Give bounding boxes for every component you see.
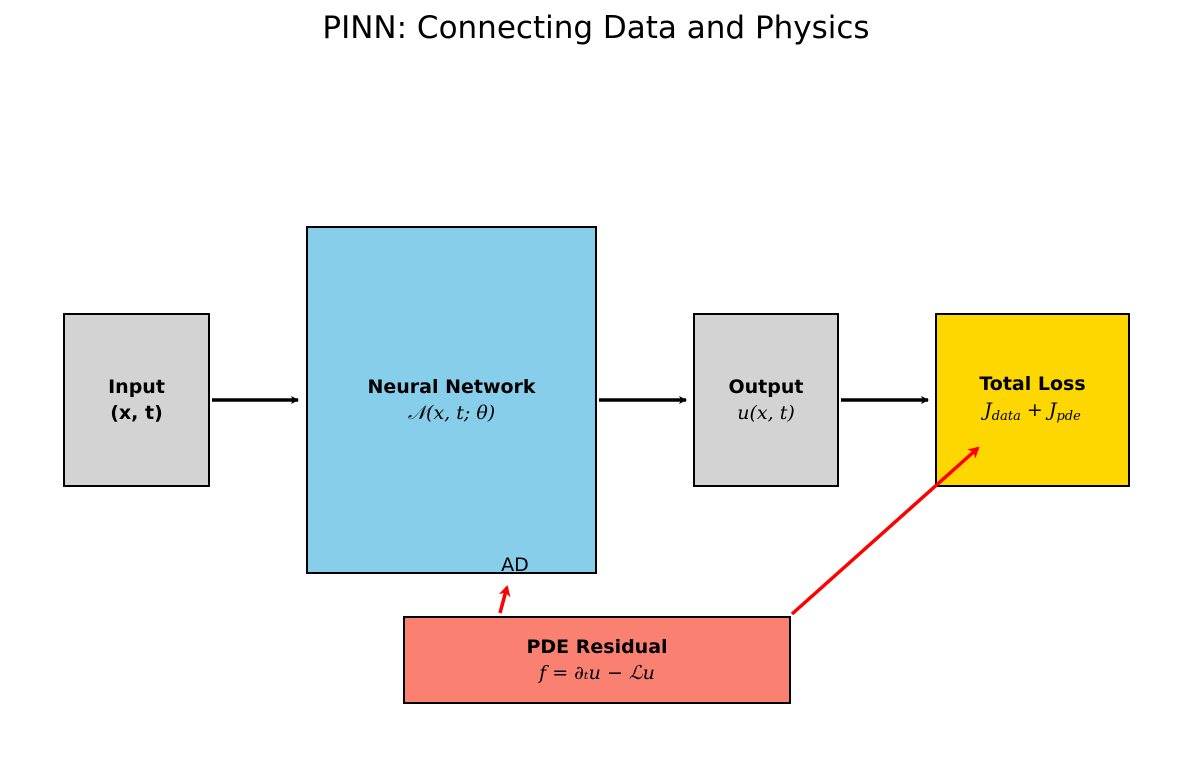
total-loss-node-title: Total Loss [979,372,1086,395]
output-node-title: Output [728,376,804,398]
loss-term-pde: Jpde [1048,398,1081,424]
arrow-pde-to-nn-ad [498,585,511,614]
total-loss-node-formula: Jdata + Jpde [984,398,1081,424]
neural-network-node: Neural Network 𝒩(x, t; θ) [306,226,597,574]
loss-term-data: Jdata [984,398,1021,424]
input-node-title: Input [108,376,165,398]
neural-network-node-formula: 𝒩(x, t; θ) [407,402,496,424]
output-node-formula: u(x, t) [737,402,795,424]
input-node-subtitle: (x, t) [110,402,163,424]
arrow-pde-to-loss [790,446,980,616]
pde-residual-node-formula: f = ∂ₜu − ℒu [539,662,655,684]
pde-residual-node: PDE Residual f = ∂ₜu − ℒu [403,616,791,704]
input-node: Input (x, t) [63,313,210,487]
diagram-title: PINN: Connecting Data and Physics [322,10,870,46]
ad-edge-label: AD [501,554,529,576]
pde-residual-node-title: PDE Residual [526,636,668,658]
output-node: Output u(x, t) [693,313,839,487]
neural-network-node-title: Neural Network [367,376,536,398]
